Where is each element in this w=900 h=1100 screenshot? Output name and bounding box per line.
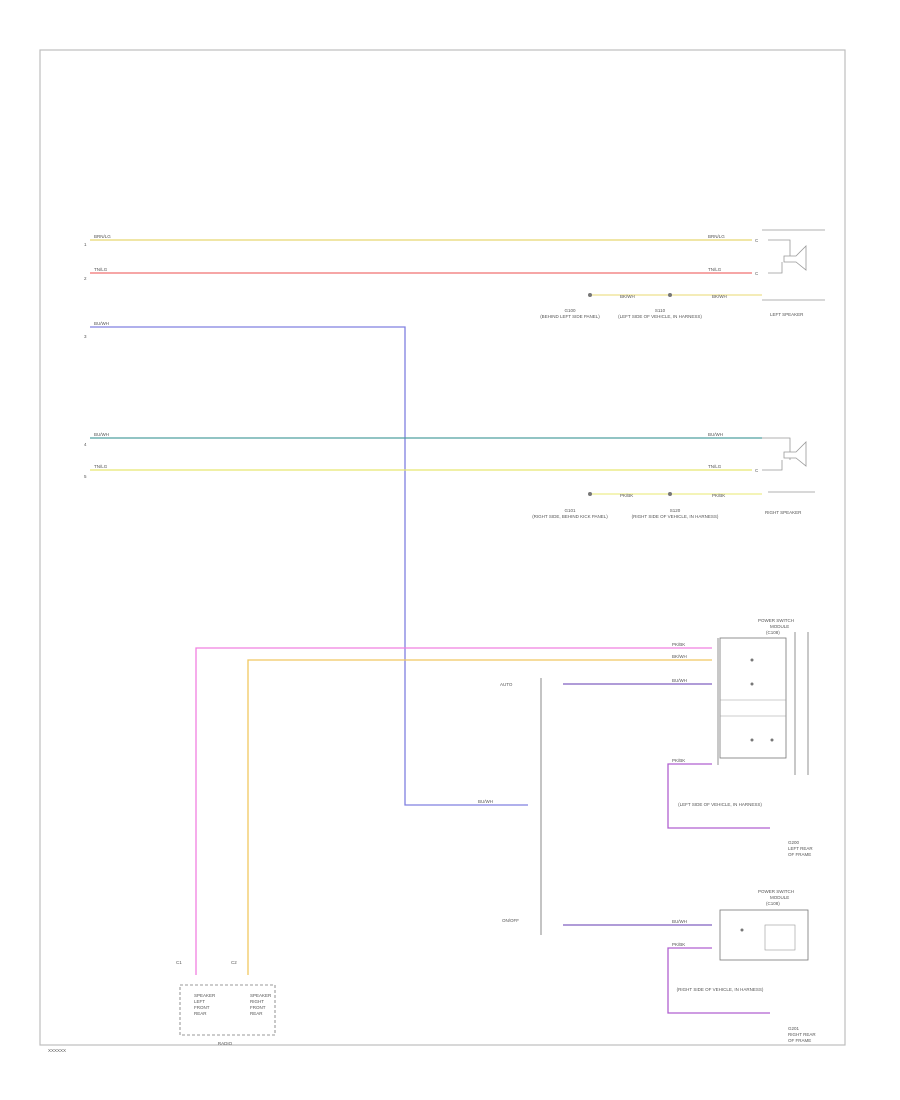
right-ground-label: G101 (564, 508, 576, 513)
left-speaker: C C LEFT SPEAKER (755, 229, 825, 317)
wire-4-label-right: BU/WH (708, 432, 723, 437)
ground-2-label: G201 (788, 1026, 800, 1031)
wire-11-label: PK/BK (672, 942, 685, 947)
switch-label-lower: ON/OFF (502, 918, 519, 923)
svg-text:BK/WH: BK/WH (620, 294, 635, 299)
pin-label-1: 1 (84, 242, 87, 247)
wire-4-label-left: BU/WH (94, 432, 109, 437)
wire-2-label-right: TN/LG (708, 267, 722, 272)
splice-dot-left-2 (668, 293, 672, 297)
lower-module: POWER SWITCH MODULE (C108) (719, 889, 809, 961)
pin-label-3: 3 (84, 334, 87, 339)
ground-2-note: (RIGHT SIDE OF VEHICLE, IN HARNESS) (677, 987, 764, 992)
ground-1-line1: LEFT REAR (788, 846, 813, 851)
svg-text:SPEAKER: SPEAKER (194, 993, 216, 998)
wire-5-label-left: TN/LG (94, 464, 108, 469)
wire-9 (667, 763, 770, 829)
svg-text:BK/WH: BK/WH (712, 294, 727, 299)
right-ground-note: (RIGHT SIDE, BEHIND KICK PANEL) (532, 514, 608, 519)
svg-text:C: C (755, 238, 759, 243)
wire-2-label-left: TN/LG (94, 267, 108, 272)
svg-text:PK/BK: PK/BK (620, 493, 633, 498)
ground-2-line1: RIGHT REAR (788, 1032, 816, 1037)
svg-text:SPEAKER: SPEAKER (250, 993, 272, 998)
svg-text:LEFT: LEFT (194, 999, 205, 1004)
splice-dot-right-1 (588, 492, 592, 496)
left-ground-note: (BEHIND LEFT SIDE PANEL) (540, 314, 600, 319)
wire-3 (90, 326, 528, 806)
upper-module-sub2: (C108) (766, 630, 780, 635)
wire-3-label-left: BU/WH (94, 321, 109, 326)
wire-5-label-right: TN/LG (708, 464, 722, 469)
wire-9-label: PK/BK (672, 758, 685, 763)
ground-2-line2: OF FRAME (788, 1038, 811, 1043)
lower-module-sub1: MODULE (770, 895, 789, 900)
wire-7-label: BK/WH (672, 654, 687, 659)
ground-1-line2: OF FRAME (788, 852, 811, 857)
switch-label-upper: AUTO (500, 682, 513, 687)
svg-text:PK/BK: PK/BK (712, 493, 725, 498)
svg-text:RIGHT: RIGHT (250, 999, 264, 1004)
radio: C1 C2 SPEAKER LEFT FRONT REAR SPEAKER RI… (176, 960, 276, 1046)
wire-6-label: PK/BK (672, 642, 685, 647)
svg-text:FRONT: FRONT (250, 1005, 266, 1010)
right-splice-label: S120 (670, 508, 681, 513)
diagram-frame (39, 49, 846, 1046)
upper-module-sub1: MODULE (770, 624, 789, 629)
right-speaker-label: RIGHT SPEAKER (765, 510, 802, 515)
footer-code: XXXXXX (48, 1048, 66, 1053)
ground-1-label: G200 (788, 840, 800, 845)
wire-7 (247, 659, 712, 975)
wire-11 (667, 947, 770, 1014)
wire-10-label: BU/WH (672, 919, 687, 924)
right-splice-note: (RIGHT SIDE OF VEHICLE, IN HARNESS) (632, 514, 719, 519)
left-splice-label: S110 (655, 308, 666, 313)
left-splice-row: BK/WH BK/WH G100 (BEHIND LEFT SIDE PANEL… (540, 293, 762, 319)
wire-1-label-right: BRN/LG (708, 234, 725, 239)
svg-text:C: C (755, 271, 759, 276)
wire-6 (195, 647, 712, 975)
lower-module-title: POWER SWITCH (758, 889, 794, 894)
splice-dot-left-1 (588, 293, 592, 297)
left-ground-label: G100 (564, 308, 576, 313)
ground-1-note: (LEFT SIDE OF VEHICLE, IN HARNESS) (678, 802, 762, 807)
splice-dot-right-2 (668, 492, 672, 496)
radio-pin-c1: C1 (176, 960, 182, 965)
svg-text:C: C (755, 468, 759, 473)
pin-label-4: 4 (84, 442, 87, 447)
upper-module-title: POWER SWITCH (758, 618, 794, 623)
wire-1-label-left: BRN/LG (94, 234, 111, 239)
wire-8-label: BU/WH (672, 678, 687, 683)
svg-text:REAR: REAR (250, 1011, 263, 1016)
right-speaker: C RIGHT SPEAKER (755, 437, 815, 515)
right-splice-row: PK/BK PK/BK G101 (RIGHT SIDE, BEHIND KIC… (532, 492, 762, 519)
left-speaker-label: LEFT SPEAKER (770, 312, 804, 317)
upper-module: POWER SWITCH MODULE (C108) (717, 618, 809, 775)
radio-pin-c2: C2 (231, 960, 237, 965)
wire-3-label-right: BU/WH (478, 799, 493, 804)
pin-label-5: 5 (84, 474, 87, 479)
left-splice-note: (LEFT SIDE OF VEHICLE, IN HARNESS) (618, 314, 702, 319)
svg-text:REAR: REAR (194, 1011, 207, 1016)
radio-label: RADIO (218, 1041, 233, 1046)
lower-module-sub2: (C108) (766, 901, 780, 906)
pin-label-2: 2 (84, 276, 87, 281)
svg-text:FRONT: FRONT (194, 1005, 210, 1010)
